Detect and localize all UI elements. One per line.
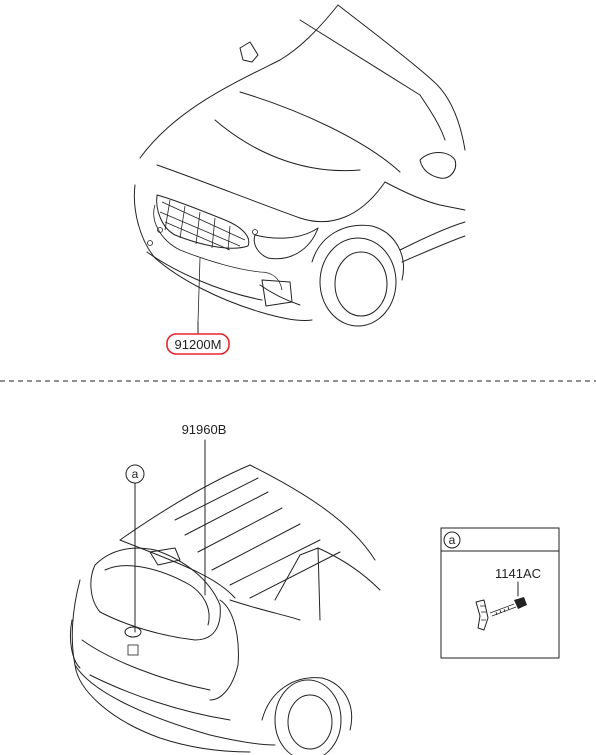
detail-a-letter: a — [449, 533, 456, 547]
callout-a-marker[interactable]: a — [125, 464, 145, 484]
detail-box: a 1141AC — [440, 527, 560, 659]
detail-part-number[interactable]: 1141AC — [495, 566, 541, 581]
front-harness-part-number: 91200M — [175, 337, 222, 352]
front-harness-callout[interactable]: 91200M — [166, 333, 230, 355]
rear-vehicle-drawing — [69, 464, 381, 755]
detail-a-marker: a — [443, 531, 461, 549]
highlight-outline — [166, 333, 230, 355]
bolt-part — [489, 597, 527, 617]
callout-a-letter: a — [132, 467, 139, 481]
front-vehicle-drawing — [133, 4, 466, 327]
bracket-part — [475, 599, 489, 631]
tailgate-harness-part-number[interactable]: 91960B — [182, 422, 227, 437]
